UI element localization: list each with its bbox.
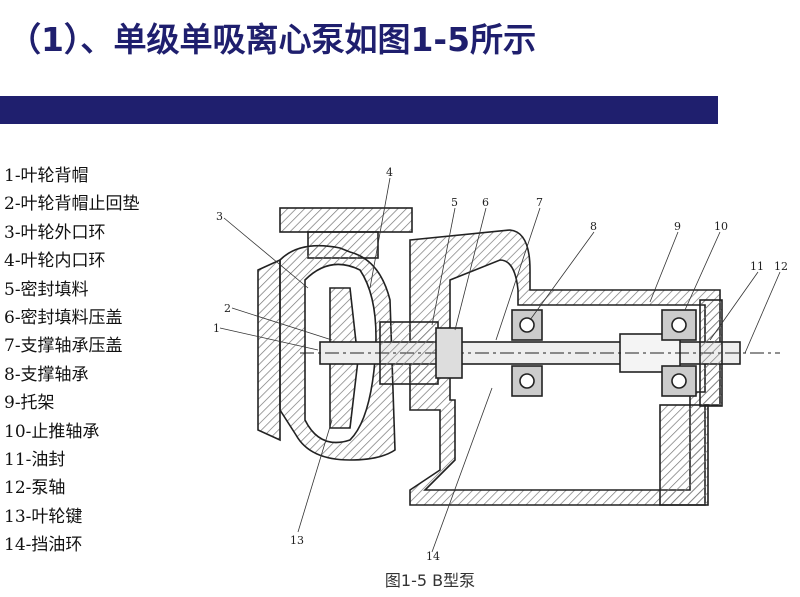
callout-label: 10 <box>714 220 728 233</box>
slide-title: （1）、单级单吸离心泵如图1-5所示 <box>8 20 537 59</box>
parts-list-item: 9-托架 <box>4 393 55 414</box>
callout-label: 4 <box>386 166 393 179</box>
callout-label: 7 <box>536 196 543 209</box>
callout-label: 1 <box>213 322 220 335</box>
parts-list-item: 7-支撑轴承压盖 <box>4 336 123 357</box>
callout-label: 2 <box>224 302 231 315</box>
callout-label: 12 <box>774 260 788 273</box>
pump-cross-section: 1 2 3 4 5 6 7 8 9 10 11 12 13 14 <box>213 166 788 562</box>
parts-list-item: 14-挡油环 <box>4 535 83 556</box>
parts-list-item: 6-密封填料压盖 <box>4 307 123 328</box>
figure-caption: 图1-5 B型泵 <box>384 571 476 590</box>
callout-label: 6 <box>482 196 489 209</box>
callout-label: 11 <box>750 260 764 273</box>
parts-list-item: 11-油封 <box>4 449 66 470</box>
parts-list-item: 12-泵轴 <box>4 478 66 499</box>
callout-label: 13 <box>290 534 304 547</box>
callout-label: 3 <box>216 210 223 223</box>
parts-list-item: 4-叶轮内口环 <box>4 251 106 272</box>
title-band <box>0 96 718 124</box>
parts-list-item: 13-叶轮键 <box>4 506 83 527</box>
callout-label: 5 <box>451 196 458 209</box>
callout-label: 8 <box>590 220 597 233</box>
parts-list-item: 10-止推轴承 <box>4 421 100 442</box>
parts-list-item: 3-叶轮外口环 <box>4 222 106 243</box>
parts-list: 1-叶轮背帽 2-叶轮背帽止回垫 3-叶轮外口环 4-叶轮内口环 5-密封填料 … <box>4 162 224 559</box>
parts-list-item: 2-叶轮背帽止回垫 <box>4 194 140 215</box>
callout-label: 14 <box>426 550 440 562</box>
parts-list-item: 5-密封填料 <box>4 279 89 300</box>
callout-label: 9 <box>674 220 681 233</box>
parts-list-item: 1-叶轮背帽 <box>4 166 89 186</box>
parts-list-item: 8-支撑轴承 <box>4 364 89 385</box>
